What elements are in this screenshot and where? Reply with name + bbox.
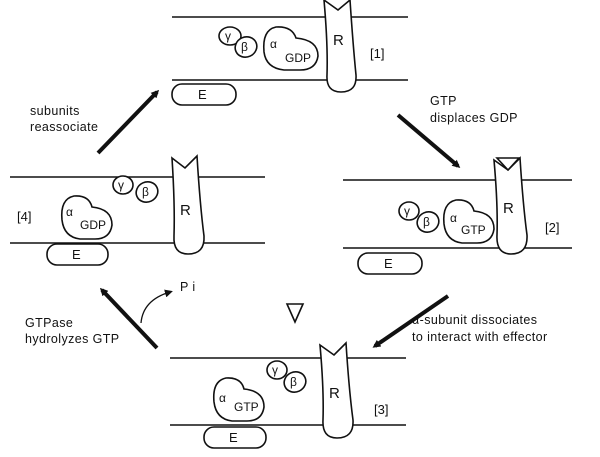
alpha-label: α <box>270 37 277 51</box>
receptor-label: R <box>180 202 191 219</box>
gtp-ligand-triangle <box>495 157 521 172</box>
effector-label: E <box>384 256 393 271</box>
effector <box>357 252 423 275</box>
transition-arrow <box>99 287 159 350</box>
arrow-label-line-2: hydrolyzes GTP <box>25 332 120 346</box>
receptor-label: R <box>333 32 344 49</box>
beta-subunit <box>416 211 440 233</box>
arrow-4-to-1: subunits reassociate <box>30 89 160 155</box>
receptor-label: R <box>503 200 514 217</box>
effector-label: E <box>198 87 207 102</box>
effector-label: E <box>72 247 81 262</box>
gamma-label: γ <box>272 363 278 377</box>
arrow-2-to-3: α-subunit dissociates to interact with e… <box>372 294 548 348</box>
transition-arrow <box>396 113 461 168</box>
beta-label: β <box>241 40 248 54</box>
released-ligand-triangle <box>285 303 305 324</box>
arrow-label-line-1: subunits <box>30 104 80 118</box>
nucleotide-label: GTP <box>234 400 259 414</box>
gamma-label: γ <box>225 29 231 43</box>
receptor <box>171 154 205 255</box>
alpha-label: α <box>450 211 457 225</box>
stage-number: [2] <box>545 220 559 235</box>
arrow-label-line-2: to interact with effector <box>412 330 548 344</box>
arrow-label-line-1: α-subunit dissociates <box>412 313 537 327</box>
stage-1: R γ β α GDP [1] E <box>171 0 408 106</box>
receptor <box>319 341 354 439</box>
effector <box>46 243 109 266</box>
gamma-label: γ <box>404 204 410 218</box>
transition-arrow <box>372 294 450 348</box>
gamma-label: γ <box>118 178 124 192</box>
effector <box>171 83 237 106</box>
arrow-label-line-1: GTPase <box>25 316 73 330</box>
arrow-label-line-2: reassociate <box>30 120 98 134</box>
alpha-label: α <box>66 205 73 219</box>
effector <box>203 426 267 449</box>
phosphate-release-arrow <box>140 289 173 324</box>
stage-number: [4] <box>17 209 31 224</box>
gamma-subunit <box>218 26 242 46</box>
stage-2: R γ β α GTP [2] E <box>343 156 572 275</box>
transition-arrow <box>96 89 160 155</box>
stage-4: R γ β α GDP [4] E <box>10 154 265 266</box>
arrow-label-line-2: displaces GDP <box>430 111 518 125</box>
beta-label: β <box>142 185 149 199</box>
arrow-1-to-2: GTP displaces GDP <box>396 94 518 168</box>
arrow-label-line-1: GTP <box>430 94 457 108</box>
phosphate-label: P i <box>180 280 196 294</box>
beta-label: β <box>423 215 430 229</box>
receptor-label: R <box>329 385 340 402</box>
stage-number: [1] <box>370 46 384 61</box>
alpha-label: α <box>219 391 226 405</box>
effector-label: E <box>229 430 238 445</box>
arrow-3-to-4: P i GTPase hydrolyzes GTP <box>25 280 196 350</box>
alpha-subunit <box>262 26 319 71</box>
beta-subunit <box>234 36 258 58</box>
receptor <box>493 156 528 255</box>
nucleotide-label: GDP <box>285 51 311 65</box>
beta-subunit <box>135 181 159 203</box>
nucleotide-label: GDP <box>80 218 106 232</box>
alpha-subunit <box>442 199 495 244</box>
stage-3: R γ β α GTP [3] E <box>170 341 406 449</box>
gamma-subunit <box>266 360 288 380</box>
beta-label: β <box>290 375 297 389</box>
gamma-subunit <box>112 175 134 195</box>
stage-number: [3] <box>374 402 388 417</box>
gamma-subunit <box>398 201 420 221</box>
nucleotide-label: GTP <box>461 223 486 237</box>
receptor <box>323 0 357 93</box>
alpha-subunit <box>60 195 113 240</box>
beta-subunit <box>283 371 307 393</box>
alpha-subunit <box>212 377 265 422</box>
